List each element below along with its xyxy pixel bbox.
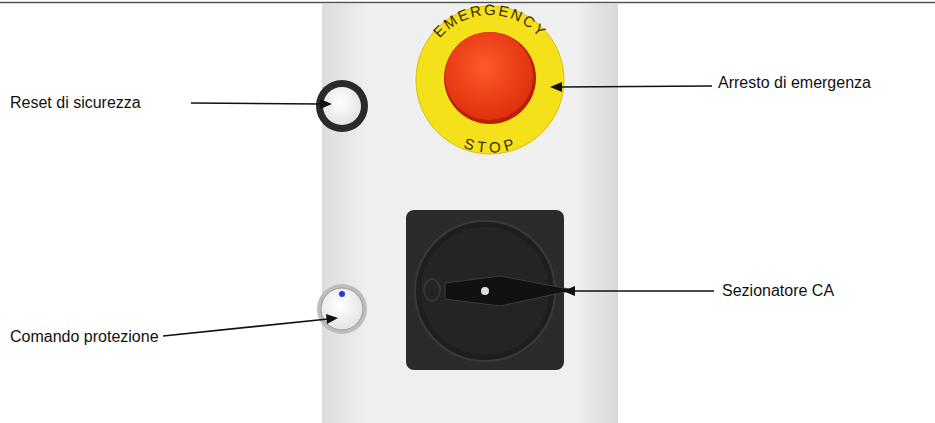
top-rule [0, 2, 935, 4]
handle-screw [481, 287, 489, 295]
ring-text: EMERGENCY [430, 1, 551, 41]
ring-text-bottom: STOP [462, 134, 518, 156]
leader-line [560, 86, 712, 87]
leader-line [191, 103, 322, 104]
emergency-button-shadow [444, 32, 536, 124]
callout-label: Arresto di emergenza [718, 73, 871, 93]
protection-button [321, 288, 363, 330]
reset-button [323, 87, 361, 125]
callout-label: Sezionatore CA [722, 281, 834, 301]
protection-button-bezel [317, 284, 367, 334]
callout-label: Reset di sicurezza [10, 93, 141, 113]
leader-line [573, 290, 714, 292]
leader-line [163, 319, 328, 336]
arrow-head [320, 99, 332, 109]
reset-button-bezel [316, 80, 368, 132]
emergency-button [445, 32, 533, 120]
callout-label: Comando protezione [10, 327, 159, 347]
panel-face [322, 4, 618, 423]
ring-text: STOP [462, 134, 518, 156]
indicator-dot [339, 291, 345, 297]
ring-text-top: EMERGENCY [430, 1, 551, 41]
arrow-head [563, 286, 575, 296]
disconnector-handle [445, 276, 574, 306]
arrow-head [550, 82, 562, 92]
padlock-hole [424, 279, 440, 301]
arrow-head [326, 314, 338, 324]
